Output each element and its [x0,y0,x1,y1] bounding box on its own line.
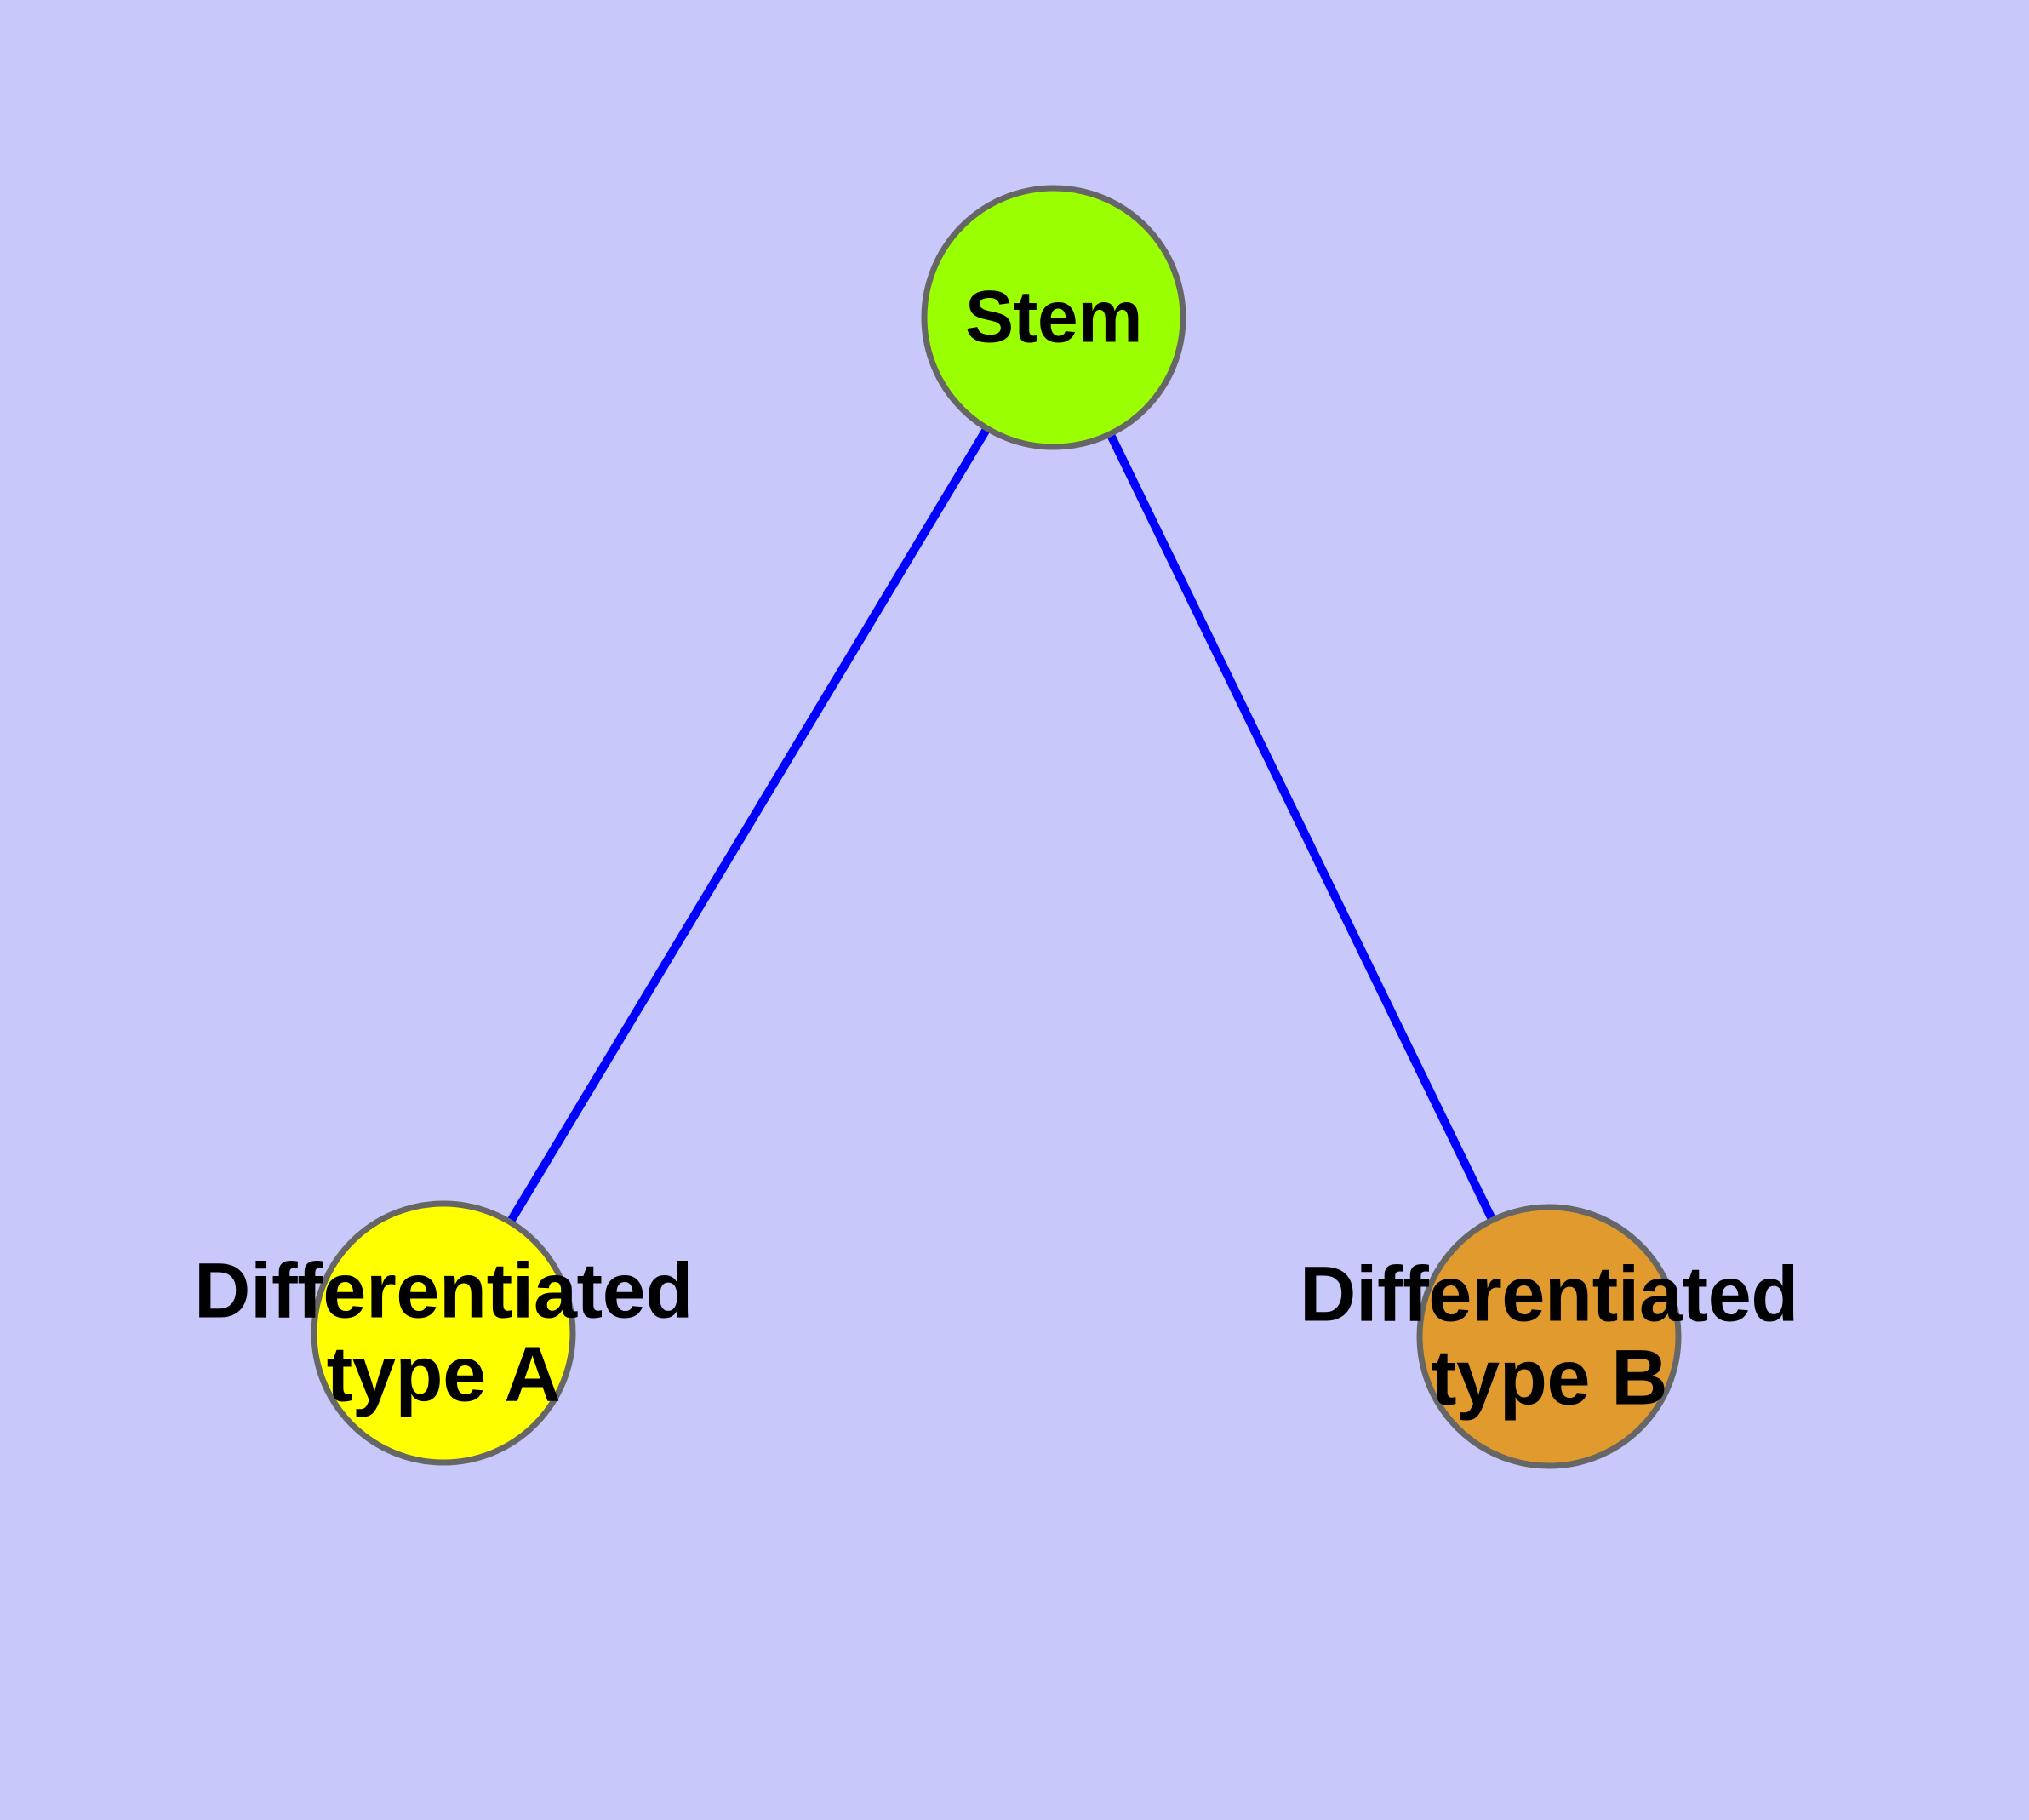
edge-layer [439,315,1553,1339]
node-stem[interactable] [921,185,1186,450]
edge-stem-to-differentiated-a[interactable] [439,315,1058,1336]
node-differentiated-type-a[interactable] [311,1200,576,1466]
edge-stem-to-differentiated-b[interactable] [1049,315,1553,1339]
node-differentiated-type-b[interactable] [1416,1204,1682,1469]
node-layer [311,185,1682,1469]
